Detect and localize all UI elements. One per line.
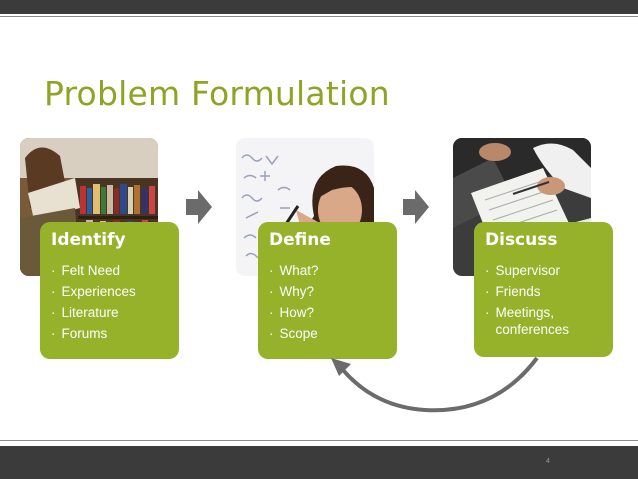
step-card-discuss: Discuss ·Supervisor ·Friends ·Meetings, … (474, 222, 613, 357)
step-list: ·Supervisor ·Friends ·Meetings, conferen… (485, 260, 605, 338)
page-number: 4 (546, 458, 550, 465)
list-item: ·Supervisor (485, 263, 561, 278)
top-bar (0, 0, 638, 17)
slide-title: Problem Formulation (44, 74, 390, 113)
top-divider (0, 16, 638, 17)
list-item: ·What? (269, 263, 319, 278)
list-item: ·Scope (269, 326, 318, 341)
list-item: ·Experiences (51, 284, 136, 299)
list-item: ·Meetings, conferences (485, 305, 570, 337)
step-heading: Define (269, 230, 331, 250)
step-heading: Discuss (485, 230, 558, 250)
step-card-define: Define ·What? ·Why? ·How? ·Scope (258, 222, 397, 359)
step-list: ·What? ·Why? ·How? ·Scope (269, 260, 389, 344)
list-item: ·Felt Need (51, 263, 121, 278)
list-item: ·How? (269, 305, 315, 320)
list-item: ·Friends (485, 284, 541, 299)
step-heading: Identify (51, 230, 126, 250)
curved-back-arrow-icon (331, 356, 539, 413)
chevron-right-icon (186, 190, 212, 224)
list-item: ·Forums (51, 326, 108, 341)
list-item: ·Why? (269, 284, 315, 299)
step-list: ·Felt Need ·Experiences ·Literature ·For… (51, 260, 171, 344)
bottom-divider (0, 440, 638, 441)
list-item: ·Literature (51, 305, 119, 320)
step-card-identify: Identify ·Felt Need ·Experiences ·Litera… (40, 222, 179, 359)
chevron-right-icon (403, 190, 429, 224)
bottom-bar (0, 446, 638, 479)
